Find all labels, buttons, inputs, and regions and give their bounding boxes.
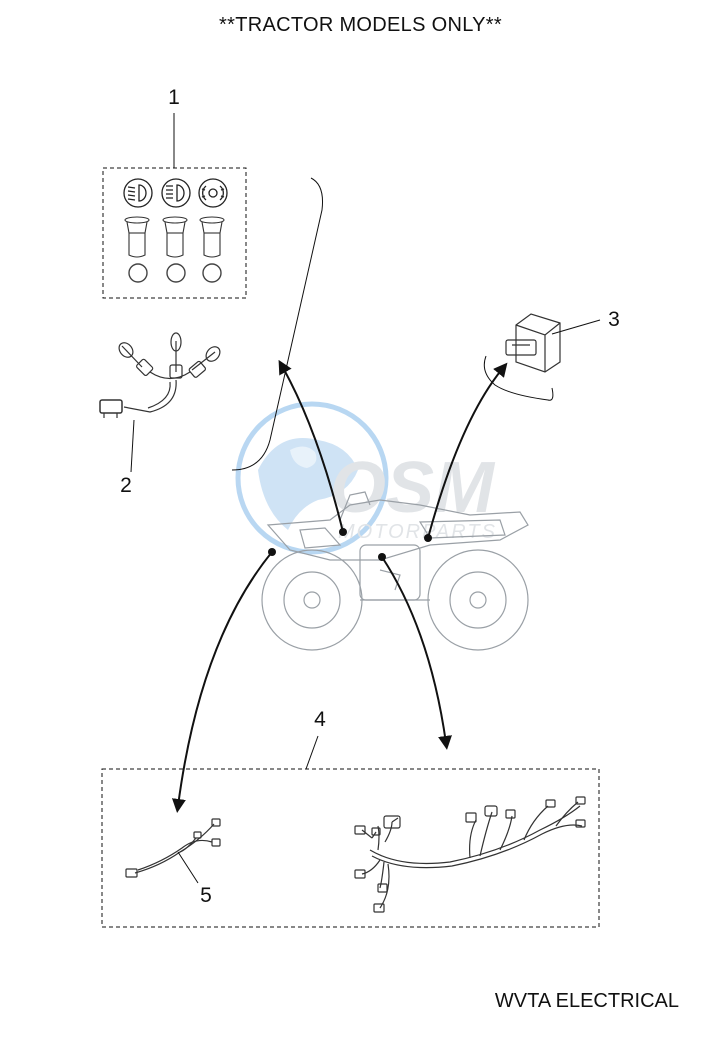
small-wire-harness [125,818,221,878]
watermark-text: MOTORPARTS [338,521,497,543]
bulb-harness [99,332,221,418]
relay [505,313,561,373]
diagram-caption: WVTA ELECTRICAL [494,990,679,1012]
arrow-to-harness [381,556,452,750]
page-title: **TRACTOR MODELS ONLY** [219,14,502,36]
socket-icon [199,216,225,258]
arrow-to-part-1 [278,359,344,533]
callout-4: 4 [314,708,326,731]
retaining-rings [128,263,222,283]
ring-icon [202,263,222,283]
group-bracket-left [231,177,323,471]
socket-icon [124,216,150,258]
watermark: OSM MOTORPARTS [235,401,497,555]
callout-2: 2 [120,474,132,497]
position-light-icon [198,178,228,208]
bulb-sockets [124,216,225,258]
high-beam-icon [161,178,191,208]
watermark-logo: OSM [330,448,496,528]
leader-line-5 [177,851,199,884]
socket-icon [162,216,188,258]
indicator-icons [123,178,228,208]
leader-line-4 [305,735,319,770]
arrow-to-part-5 [171,551,273,813]
group-bracket-right [483,355,554,401]
main-wire-harness [354,796,586,913]
arrow-origins [268,528,432,561]
callout-3: 3 [608,308,620,331]
low-beam-icon [123,178,153,208]
leader-line-2 [130,419,135,473]
ring-icon [128,263,148,283]
atv-vehicle [261,491,529,651]
globe-icon [235,401,389,555]
callout-1: 1 [168,86,180,109]
callout-5: 5 [200,884,212,907]
callout-arrows [171,359,508,813]
arrow-to-part-3 [427,362,508,539]
leader-line-3 [551,319,601,335]
group-box-4 [101,768,600,928]
ring-icon [166,263,186,283]
